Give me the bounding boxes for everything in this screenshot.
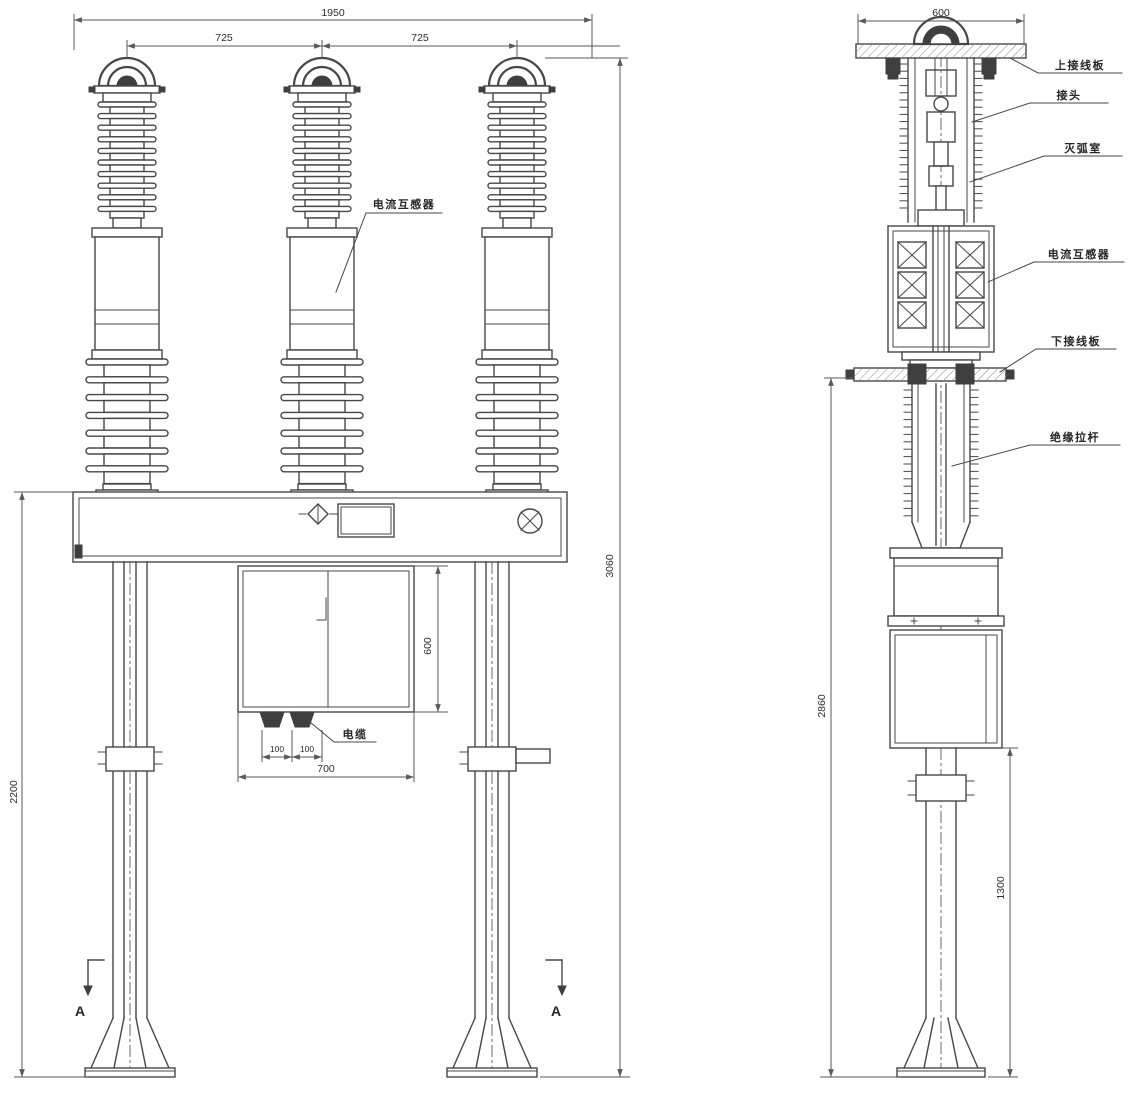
dim-pole-height: 2860: [816, 694, 828, 718]
section-letter-a-left: A: [75, 1003, 85, 1019]
side-current-transformer: [887, 209, 995, 369]
side-labels: 上接线板 接头 灭弧室 电流互感器 下接线板 绝缘拉杆: [951, 57, 1125, 467]
label-upper-terminal-plate: 上接线板: [1055, 58, 1105, 72]
section-letter-a-right: A: [551, 1003, 561, 1019]
front-pole-center: [279, 52, 365, 502]
front-pole-right: [474, 52, 560, 502]
label-insulating-rod: 绝缘拉杆: [1050, 430, 1100, 444]
section-marker-left: A: [75, 959, 105, 1019]
lower-terminal-plate: [845, 363, 1015, 385]
dim-box-width: 700: [317, 763, 335, 775]
callout-insulating-rod: 绝缘拉杆: [951, 430, 1121, 467]
dimension-top-plate-width: 600: [857, 7, 1025, 44]
callout-upper-terminal-plate: 上接线板: [1009, 57, 1123, 74]
dimension-overall-width: 1950: [73, 7, 593, 58]
side-support-leg: [896, 747, 986, 1078]
dim-overall-height: 3060: [604, 554, 616, 578]
dimension-support-height: 1300: [988, 747, 1018, 1078]
ct-coils: [897, 241, 985, 329]
arc-chamber: [933, 141, 949, 167]
dim-box-height: 600: [422, 637, 434, 655]
mechanism-box: [237, 565, 415, 728]
front-labels: 电流互感器 电缆 A A: [75, 197, 567, 1019]
manufacturer-logo: [298, 503, 338, 525]
callout-current-transformer: 电流互感器: [335, 197, 443, 293]
upper-bushing: [899, 57, 983, 223]
label-side-current-transformer: 电流互感器: [1048, 247, 1111, 261]
dim-gland-1: 100: [270, 744, 284, 754]
callout-lower-terminal-plate: 下接线板: [999, 334, 1117, 373]
callout-arc-chamber: 灭弧室: [969, 141, 1123, 183]
cable-glands: [259, 711, 315, 728]
frame-beam: [72, 491, 568, 563]
label-contact-head: 接头: [1057, 88, 1082, 102]
side-housings: [887, 547, 1005, 749]
door-handle: [316, 597, 327, 621]
dimension-gland-spacing: 100 100: [261, 730, 323, 762]
dimension-pole-height: 2860: [816, 377, 900, 1078]
dimension-phase-spacing: 725 725: [126, 32, 620, 58]
dimension-overall-height: 3060: [540, 57, 630, 1078]
label-lower-terminal-plate: 下接线板: [1051, 334, 1101, 348]
support-leg-left: [84, 561, 176, 1078]
dim-phase-spacing-right: 725: [411, 32, 429, 44]
label-current-transformer: 电流互感器: [373, 197, 436, 211]
dimension-box-width: 700: [237, 712, 415, 782]
side-dimensions: 600 2860 1300: [816, 7, 1025, 1078]
lifting-point-icon: [517, 508, 543, 534]
callout-cable: 电缆: [309, 721, 377, 743]
nameplate: [337, 503, 395, 538]
dim-gland-2: 100: [300, 744, 314, 754]
front-dimensions: 1950 725 725 3060: [8, 7, 630, 1078]
dimension-frame-height: 2200: [8, 491, 88, 1078]
side-view: 600 2860 1300 上接线板 接头: [816, 7, 1125, 1078]
support-leg-right: [446, 561, 551, 1078]
dim-frame-height: 2200: [8, 780, 20, 804]
section-marker-right: A: [545, 959, 567, 1019]
dim-support-height: 1300: [995, 876, 1007, 900]
dimension-box-height: 600: [414, 565, 448, 713]
callout-contact-head: 接头: [971, 88, 1109, 123]
label-cable: 电缆: [343, 727, 368, 741]
label-arc-chamber: 灭弧室: [1063, 141, 1102, 155]
front-pole-left: [84, 52, 170, 502]
callout-side-current-transformer: 电流互感器: [987, 247, 1125, 283]
dim-top-plate-width: 600: [932, 7, 950, 19]
front-view: 1950 725 725 3060: [8, 7, 630, 1078]
dim-overall-width: 1950: [321, 7, 345, 19]
lower-bushing: [903, 383, 979, 549]
contact-head: [925, 69, 957, 97]
dim-phase-spacing-left: 725: [215, 32, 233, 44]
